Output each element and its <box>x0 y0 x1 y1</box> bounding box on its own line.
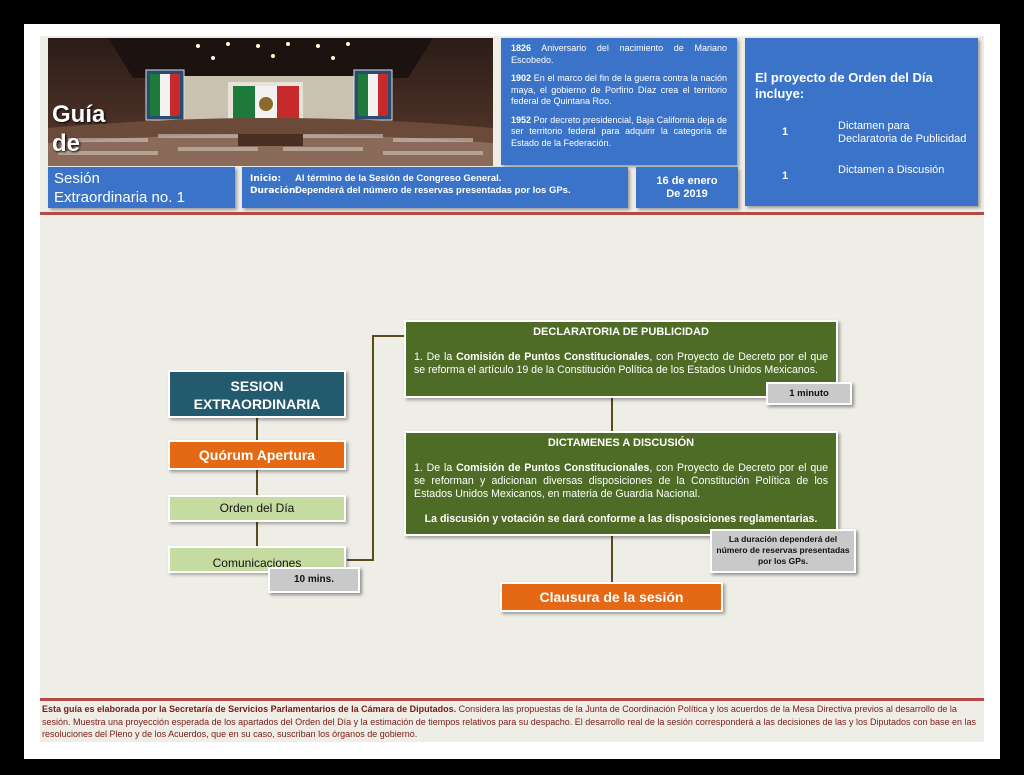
summary-item: 1 Dictamen para Declaratoria de Publicid… <box>782 120 967 145</box>
connector-line <box>372 335 406 337</box>
order-of-day-summary: El proyecto de Orden del Día incluye: 1 … <box>745 38 978 206</box>
closing-step: Clausura de la sesión <box>500 582 723 612</box>
dictamenes-box: DICTAMENES A DISCUSIÓN 1. De la Comisión… <box>404 431 838 536</box>
start-time: Inicio:Al término de la Sesión de Congre… <box>250 173 502 184</box>
declaratoria-time: 1 minuto <box>766 382 852 405</box>
footer-disclaimer: Esta guía es elaborada por la Secretaría… <box>42 704 977 739</box>
connector-line <box>256 416 258 566</box>
header-divider <box>40 212 984 215</box>
summary-item: 1 Dictamen a Discusión <box>782 164 945 182</box>
footer-divider <box>40 698 984 701</box>
order-of-day-step: Orden del Día <box>168 495 346 522</box>
session-box: SESION EXTRAORDINARIA <box>168 370 346 418</box>
duration: Duración:Dependerá del número de reserva… <box>250 185 571 196</box>
connector-line <box>611 396 613 432</box>
history-box: 1826 Aniversario del nacimiento de Maria… <box>501 38 737 165</box>
chamber-illustration <box>48 38 493 166</box>
connector-line <box>611 534 613 584</box>
guide-title: Guía de <box>52 101 106 157</box>
dictamenes-title: DICTAMENES A DISCUSIÓN <box>547 437 695 449</box>
chamber-photo: Guía de <box>48 38 493 166</box>
history-item: 1902 En el marco del fin de la guerra co… <box>511 73 727 106</box>
session-timing: Inicio:Al término de la Sesión de Congre… <box>242 167 628 208</box>
history-item: 1826 Aniversario del nacimiento de Maria… <box>511 43 727 65</box>
declaratoria-item: 1. De la Comisión de Puntos Constitucion… <box>414 351 828 376</box>
quorum-opening-step: Quórum Apertura <box>168 440 346 470</box>
communications-time: 10 mins. <box>268 567 360 593</box>
session-label: Sesión Extraordinaria no. 1 <box>48 167 235 208</box>
summary-title: El proyecto de Orden del Día incluye: <box>755 70 933 101</box>
connector-line <box>347 559 373 561</box>
connector-line <box>372 335 374 561</box>
session-date: 16 de enero De 2019 <box>636 167 738 208</box>
dictamenes-item: 1. De la Comisión de Puntos Constitucion… <box>414 462 828 500</box>
history-item: 1952 Por decreto presidencial, Baja Cali… <box>511 114 727 148</box>
declaratoria-box: DECLARATORIA DE PUBLICIDAD 1. De la Comi… <box>404 320 838 398</box>
guide-sheet: Guía de 1826 Aniversario del nacimiento … <box>40 36 984 742</box>
page: Guía de 1826 Aniversario del nacimiento … <box>24 24 1000 759</box>
declaratoria-title: DECLARATORIA DE PUBLICIDAD <box>533 326 709 338</box>
dictamenes-note: La discusión y votación se dará conforme… <box>424 513 818 525</box>
dictamenes-time: La duración dependerá del número de rese… <box>710 529 856 573</box>
